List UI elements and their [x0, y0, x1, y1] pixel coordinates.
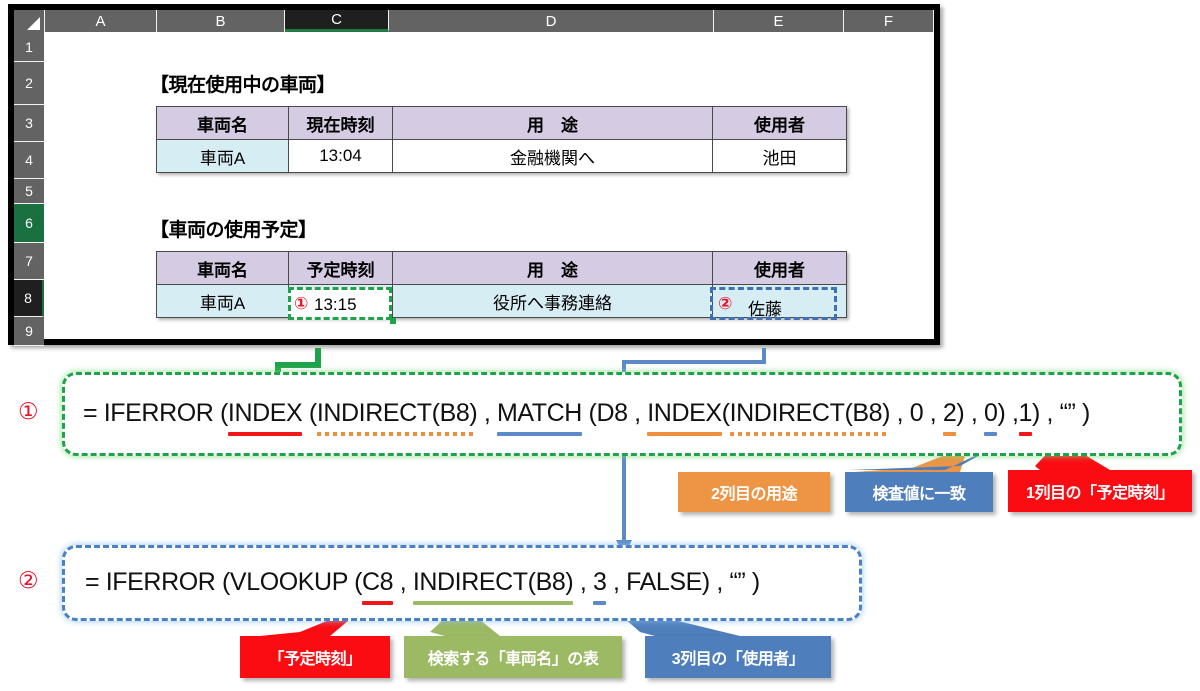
column-header-d[interactable]: D	[389, 10, 714, 32]
formula2-step-marker: ②	[18, 567, 39, 593]
row-header-6[interactable]: 6	[14, 204, 44, 243]
select-all-corner[interactable]	[14, 10, 45, 32]
formula2-text: = IFERROR (VLOOKUP (C8 , INDIRECT(B8) , …	[85, 568, 760, 605]
formula-token-1: C8	[362, 568, 394, 605]
formula-token-12: ) ,	[956, 399, 984, 427]
spreadsheet-frame: A B C D E F 1 2 3 4 5 6 7 8 9 【現在使用中の車両】…	[8, 4, 940, 346]
th-purpose: 用 途	[392, 106, 713, 140]
callout-search-vehicle-name-table: 検索する「車両名」の表	[404, 636, 622, 678]
select-all-triangle-icon	[27, 17, 40, 30]
formula-token-0: = IFERROR (VLOOKUP (	[85, 568, 363, 596]
underline-orange	[942, 432, 957, 436]
row-header-4[interactable]: 4	[14, 142, 44, 179]
th-user-2: 使用者	[712, 251, 847, 285]
table-header-row: 車両名 現在時刻 用 途 使用者	[156, 106, 847, 140]
row-header-2[interactable]: 2	[14, 62, 44, 105]
column-header-f[interactable]: F	[844, 10, 934, 32]
c8-step-marker: ①	[294, 294, 309, 313]
formula-token-6: , FALSE) , “” )	[606, 568, 760, 596]
row-header-8[interactable]: 8	[14, 280, 44, 317]
th-current-time: 現在時刻	[288, 106, 393, 140]
cell-b4-vehicle-name[interactable]: 車両A	[156, 139, 289, 173]
formula-token-4: ,	[573, 568, 593, 596]
column-header-b[interactable]: B	[157, 10, 285, 32]
th-user: 使用者	[712, 106, 847, 140]
formula-token-15: 1	[1018, 399, 1032, 436]
underline-dot-orange	[316, 432, 478, 436]
formula-token-13: 0	[983, 399, 998, 436]
e8-step-marker: ②	[718, 294, 733, 313]
underline-blue	[592, 601, 607, 605]
formula-token-0: = IFERROR (	[83, 399, 228, 427]
underline-green	[412, 601, 574, 605]
table-row[interactable]: 車両A 13:04 金融機関へ 池田	[156, 139, 847, 173]
c8-value: 13:15	[314, 295, 357, 314]
formula-token-2: (	[302, 399, 317, 427]
formula-token-1: INDEX	[227, 399, 303, 436]
c8-fill-handle[interactable]	[390, 318, 396, 324]
formula2-box[interactable]: = IFERROR (VLOOKUP (C8 , INDIRECT(B8) , …	[62, 545, 862, 621]
formula-token-10: , 0 ,	[890, 399, 943, 427]
cell-d8-purpose[interactable]: 役所へ事務連絡	[392, 284, 713, 318]
formula-token-16: ) , “” )	[1032, 399, 1090, 427]
callout-scheduled-time: 「予定時刻」	[240, 636, 390, 678]
underline-blue	[496, 432, 582, 436]
formula-token-3: INDIRECT(B8)	[412, 568, 574, 605]
formula-token-2: ,	[393, 568, 413, 596]
row-header-column: 1 2 3 4 5 6 7 8 9	[14, 32, 44, 346]
formula-token-7: INDEX	[647, 399, 722, 436]
underline-red	[227, 432, 303, 436]
column-header-row: A B C D E F	[14, 10, 934, 32]
cell-c4-current-time[interactable]: 13:04	[288, 139, 393, 173]
cell-b8-vehicle-name[interactable]: 車両A	[156, 284, 289, 318]
row-header-1[interactable]: 1	[14, 32, 44, 62]
formula-token-8: (	[721, 399, 730, 427]
column-header-e[interactable]: E	[714, 10, 844, 32]
formula-token-6: (D8 ,	[581, 399, 648, 427]
row-header-9[interactable]: 9	[14, 317, 44, 346]
th-vehicle-name-2: 車両名	[156, 251, 289, 285]
underline-blue	[983, 432, 998, 436]
cell-d4-purpose[interactable]: 金融機関へ	[392, 139, 713, 173]
formula-token-4: ,	[477, 399, 497, 427]
underline-red	[362, 601, 394, 605]
callout-3rd-column-user: 3列目の「使用者」	[645, 636, 831, 678]
formula-token-5: 3	[592, 568, 607, 605]
column-header-a[interactable]: A	[45, 10, 157, 32]
underline-orange	[647, 432, 722, 436]
callout-match-lookup-value: 検査値に一致	[845, 472, 993, 512]
table-header-row: 車両名 予定時刻 用 途 使用者	[156, 251, 847, 285]
formula-token-14: ) ,	[997, 399, 1019, 427]
formula1-box[interactable]: = IFERROR (INDEX (INDIRECT(B8) , MATCH (…	[62, 372, 1182, 456]
e8-value: 佐藤	[748, 300, 782, 319]
row-header-7[interactable]: 7	[14, 243, 44, 280]
scheduled-vehicle-table: 車両名 予定時刻 用 途 使用者 車両A 役所へ事務連絡	[156, 251, 847, 318]
formula1-step-marker: ①	[18, 398, 39, 424]
formula-token-9: INDIRECT(B8)	[729, 399, 890, 436]
callout-1st-column-scheduled-time: 1列目の「予定時刻」	[1008, 470, 1192, 512]
section1-title: 【現在使用中の車両】	[150, 75, 336, 96]
row-header-3[interactable]: 3	[14, 105, 44, 142]
cell-e4-user[interactable]: 池田	[712, 139, 847, 173]
th-scheduled-time: 予定時刻	[288, 251, 393, 285]
th-vehicle-name: 車両名	[156, 106, 289, 140]
column-header-c[interactable]: C	[285, 10, 389, 32]
callout-2nd-column-purpose: 2列目の用途	[678, 472, 830, 512]
th-purpose-2: 用 途	[392, 251, 713, 285]
table-row[interactable]: 車両A 役所へ事務連絡	[156, 284, 847, 318]
formula-token-3: INDIRECT(B8)	[316, 399, 478, 436]
underline-dot-orange	[729, 432, 891, 436]
section2-title: 【車両の使用予定】	[150, 220, 317, 241]
formula1-text: = IFERROR (INDEX (INDIRECT(B8) , MATCH (…	[83, 399, 1090, 436]
formula-token-11: 2	[942, 399, 957, 436]
current-vehicle-table: 車両名 現在時刻 用 途 使用者 車両A 13:04 金融機関へ 池田	[156, 106, 847, 173]
row-header-5[interactable]: 5	[14, 179, 44, 204]
formula-token-5: MATCH	[496, 399, 582, 436]
underline-red	[1018, 432, 1033, 436]
